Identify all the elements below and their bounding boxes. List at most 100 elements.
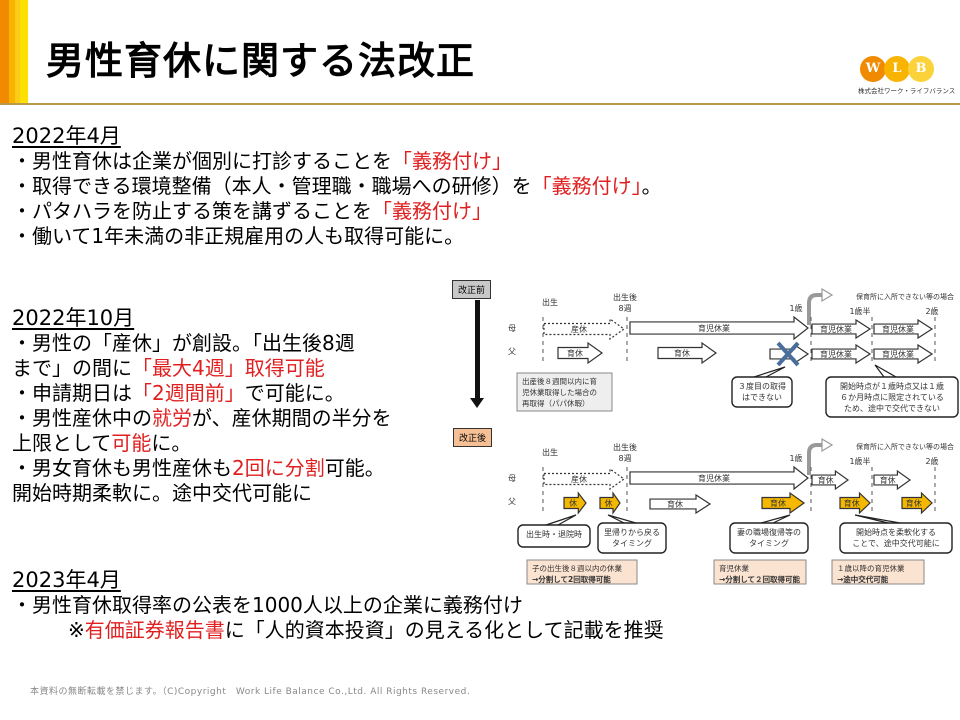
text-segment: ・働いて1年未満の非正規雇用の人も取得可能に。	[12, 224, 465, 248]
bubble-text: 出生時・退院時	[526, 529, 582, 539]
nursery-condition-label: 保育所に入所できない等の場合	[856, 442, 954, 451]
after-revision-label: 改正後	[453, 428, 493, 447]
maternity-leave-arrow	[543, 467, 626, 491]
row-label-father: 父	[508, 497, 516, 506]
timeline-age-1-5: 1歳半	[849, 306, 870, 316]
text-segment: ・男女育休も男性産休も	[12, 456, 232, 480]
arrow-label: 休	[569, 498, 577, 508]
third-time-bubble	[731, 376, 793, 408]
fixed-start-bubble	[825, 376, 959, 418]
bullet-line: 上限として可能に。	[12, 431, 392, 456]
bullet-line: ・男女育休も男性産休も2回に分割可能。	[12, 456, 392, 481]
title-divider	[0, 103, 960, 105]
father-leave-arrow	[761, 491, 806, 515]
bubble-tail	[545, 514, 577, 526]
text-segment: ・男性の「産休」が創設。「出生後8週	[12, 331, 355, 355]
bullet-line: ・取得できる環境整備（本人・管理職・職場への研修）を「義務付け」。	[12, 174, 662, 199]
section-heading: 2023年4月	[12, 568, 121, 592]
copyright-footer: 本資料の無断転載を禁じます。（C)Copyright Work Life Bal…	[30, 687, 471, 697]
title-accent-stripes	[0, 0, 28, 103]
arrow-label: 育児休業	[698, 473, 730, 483]
note-text: 子の出生後８週以内の休業	[532, 563, 622, 573]
text-segment: 開始時期柔軟に。途中交代可能に	[12, 481, 312, 505]
logo-letter-b: B	[908, 56, 934, 82]
highlighted-text: 就労	[152, 406, 192, 430]
extension-arrow	[873, 318, 934, 340]
text-segment: ※	[68, 618, 85, 642]
arrow-label: 育児休業	[882, 324, 914, 334]
arrow-label: 育休	[906, 498, 922, 508]
highlighted-text: 「2週間前」	[132, 381, 245, 405]
handover-box	[831, 559, 925, 585]
bullet-line: ・男性育休は企業が個別に打診することを「義務付け」	[12, 149, 662, 174]
bullet-line: ※有価証券報告書に「人的資本投資」の見える化として記載を推奨	[12, 618, 664, 643]
section-2022-october: 2022年10月・男性の「産休」が創設。「出生後8週 まで」の間に「最大4週」取…	[12, 306, 392, 506]
highlighted-text: 「義務付け」	[392, 149, 512, 173]
timeline-after-8wk: 出生後	[613, 442, 637, 452]
text-segment: ・取得できる環境整備（本人・管理職・職場への研修）を	[12, 174, 532, 198]
arrow-label: 育児休業	[882, 349, 914, 359]
timeline-birth: 出生	[542, 297, 558, 307]
childcare-leave-arrow	[629, 465, 809, 491]
curved-arrow-icon	[807, 443, 823, 475]
father-leave-arrow	[649, 493, 712, 515]
text-segment: ・男性産休中の	[12, 406, 152, 430]
bubble-text: 妻の職場復帰等の	[737, 527, 801, 537]
arrow-label: 育休	[770, 498, 786, 508]
arrow-label: 育休	[674, 348, 690, 358]
row-label-mother: 母	[508, 474, 516, 483]
extension-arrow	[811, 469, 850, 491]
arrow-label: 休	[605, 498, 613, 508]
bullet-line: ・男性の「産休」が創設。「出生後8週	[12, 331, 392, 356]
timeline-after-8wk: 出生後	[613, 292, 637, 302]
wife-return-bubble	[729, 522, 809, 554]
maternity-leave-arrow	[543, 317, 626, 341]
section-heading: 2022年4月	[12, 124, 121, 148]
note-text: 児休業取得した場合の	[522, 387, 597, 397]
father-leave-arrow	[557, 341, 604, 365]
bullet-line: ・働いて1年未満の非正規雇用の人も取得可能に。	[12, 224, 662, 249]
curved-arrow-head	[821, 437, 834, 453]
extension-arrow	[811, 318, 872, 340]
text-segment: ・男性育休取得率の公表を1000人以上の企業に義務付け	[12, 593, 523, 617]
timeline-age-1: 1歳	[789, 303, 802, 313]
paternity-leave-arrow	[563, 491, 587, 515]
curved-arrow-icon	[807, 293, 823, 325]
bubble-text: はできない	[742, 393, 782, 402]
extension-arrow	[901, 491, 933, 515]
bubble-text: タイミング	[749, 538, 789, 548]
note-text: →分割して2回取得可能	[532, 574, 611, 584]
bubble-text: ため、途中で交代できない	[844, 403, 940, 413]
text-segment: 上限として	[12, 431, 112, 455]
bullet-line: 開始時期柔軟に。途中交代可能に	[12, 481, 392, 506]
arrow-label: 育児休業	[820, 349, 852, 359]
highlighted-text: 「義務付け」	[531, 174, 642, 198]
text-segment: に「人的資本投資」の見える化として記載を推奨	[224, 618, 664, 642]
split-birth-leave-box	[526, 559, 638, 585]
text-segment: で可能に。	[244, 381, 345, 405]
note-text: １歳以降の育児休業	[837, 563, 905, 573]
timeline-birth: 出生	[542, 447, 558, 457]
split-childcare-box	[713, 559, 807, 585]
bubble-text: 開始時点が１歳時点又は１歳	[840, 381, 944, 391]
note-text: →途中交代可能	[837, 574, 889, 584]
section-2023-april: 2023年4月・男性育休取得率の公表を1000人以上の企業に義務付け※有価証券報…	[12, 568, 664, 643]
paternity-leave-arrow	[599, 491, 621, 515]
arrow-label: 育児休業	[698, 323, 730, 333]
father-leave-arrow	[657, 341, 718, 365]
note-text: →分割して２回取得可能	[719, 574, 801, 584]
extension-arrow	[873, 469, 912, 491]
note-text: 育児休業	[719, 563, 749, 573]
section-heading: 2022年10月	[12, 306, 135, 330]
bubble-text: ことで、途中交代可能に	[852, 538, 939, 548]
curved-arrow-head	[821, 287, 834, 303]
text-segment: 。	[641, 174, 662, 198]
bullet-line: まで」の間に「最大4週」取得可能	[12, 356, 392, 381]
before-revision-label: 改正前	[452, 280, 492, 299]
arrow-label: 育児休業	[820, 324, 852, 334]
text-segment: に。	[151, 431, 192, 455]
highlighted-text: 有価証券報告書	[84, 618, 225, 642]
highlighted-text: 「義務付け」	[372, 199, 492, 223]
company-logo: W L B 株式会社ワーク・ライフバランス	[856, 56, 955, 96]
